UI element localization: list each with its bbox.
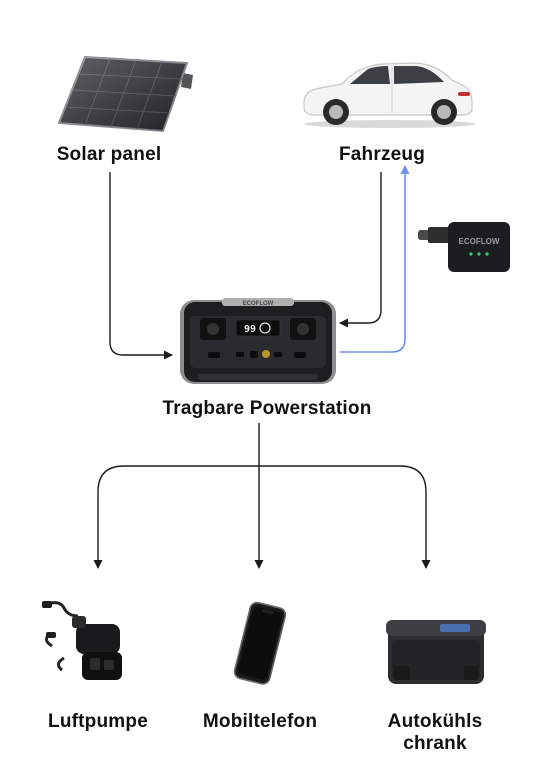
power-station-image: ECOFLOW 99 — [180, 298, 336, 384]
station-brand: ECOFLOW — [243, 301, 274, 307]
station-display: 99 — [244, 324, 256, 335]
car-charger-image: ECOFLOW — [418, 222, 510, 272]
arrow-to-fridge — [259, 465, 431, 569]
vehicle-label: Fahrzeug — [338, 144, 426, 165]
car-fridge-label-line1: Autokühls — [387, 711, 483, 732]
arrow-station-to-vehicle — [340, 165, 410, 353]
car-fridge-image — [386, 620, 486, 684]
mobile-phone-label: Mobiltelefon — [202, 711, 318, 732]
arrow-solar-to-station — [109, 172, 173, 360]
vehicle-image — [303, 62, 476, 128]
air-pump-label: Luftpumpe — [48, 711, 148, 732]
solar-panel-label: Solar panel — [56, 144, 162, 165]
air-pump-image — [42, 601, 122, 680]
solar-panel-image — [57, 55, 193, 133]
arrow-to-air-pump — [93, 465, 259, 569]
charger-brand: ECOFLOW — [459, 237, 500, 246]
power-station-label: Tragbare Powerstation — [162, 398, 372, 419]
mobile-phone-image — [233, 601, 287, 685]
arrow-vehicle-to-station — [339, 172, 382, 328]
car-fridge-label-line2: chrank — [403, 733, 467, 754]
